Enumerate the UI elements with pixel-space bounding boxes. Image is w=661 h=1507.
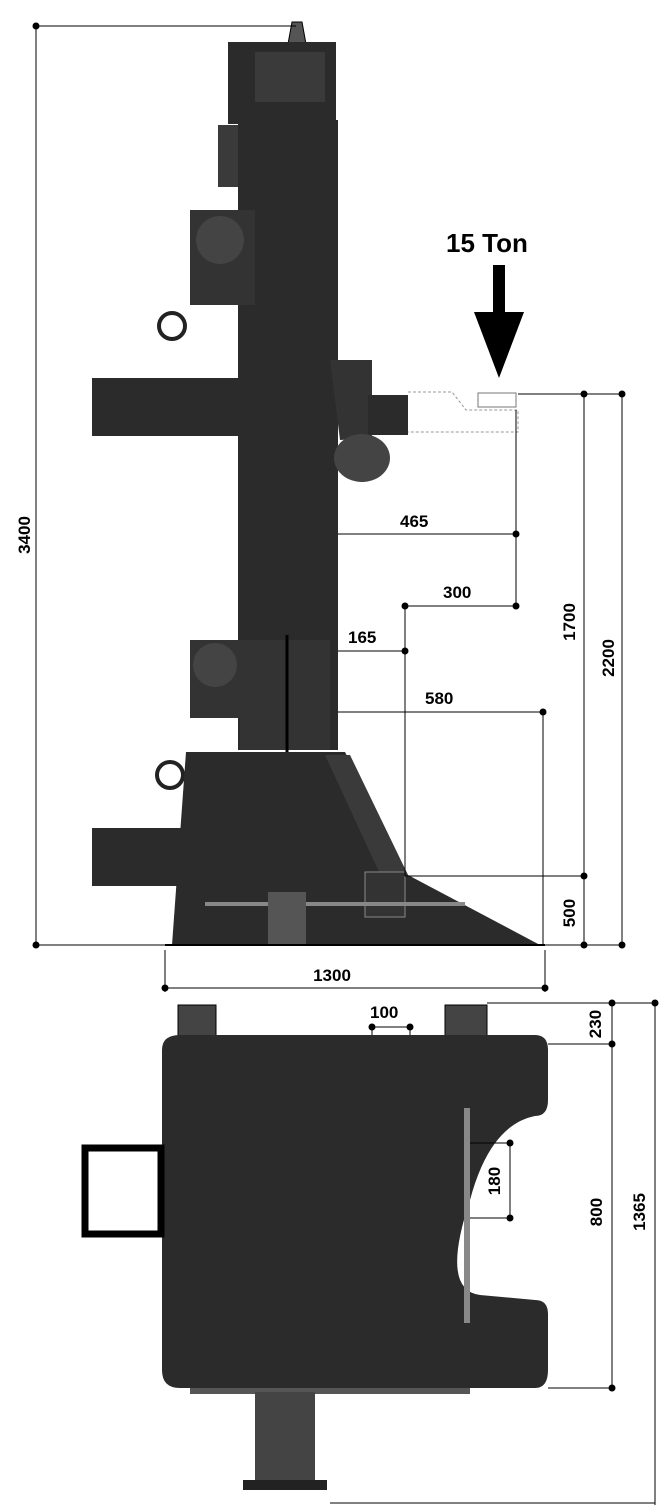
- dim-load-height: 1700: [560, 603, 579, 641]
- tool-tip: [477, 392, 517, 408]
- dim-overall-depth: 1365: [630, 1193, 649, 1231]
- load-arrow-shaft: [493, 265, 505, 315]
- lower-arm: [92, 828, 192, 886]
- clamp-block: [364, 871, 406, 918]
- base-jack: [268, 892, 306, 944]
- bottom-jack: [255, 1392, 315, 1487]
- upper-roller: [334, 434, 390, 482]
- load-indicator: 15 Ton: [446, 228, 528, 378]
- upper-bracket: [368, 395, 408, 435]
- dim-lower-arm-offset: 580: [425, 689, 453, 708]
- lower-column-guide: [240, 640, 330, 750]
- lifting-hook: [287, 21, 307, 45]
- upper-wheel: [196, 216, 244, 264]
- dim-arm-offset: 465: [400, 512, 428, 531]
- side-handle: [81, 1144, 165, 1238]
- top-view: [81, 1004, 548, 1490]
- dim-total-height: 3400: [15, 516, 34, 554]
- base-strut: [325, 755, 408, 885]
- lower-wheel: [193, 643, 237, 687]
- bottom-rail: [190, 1388, 470, 1394]
- dim-column-offset: 165: [348, 628, 376, 647]
- base-rail: [205, 902, 465, 906]
- side-view: [92, 21, 545, 946]
- dim-slot-width: 100: [370, 1003, 398, 1022]
- dim-top-margin: 230: [586, 1010, 605, 1038]
- dimension-dots: [32, 22, 659, 1392]
- guide-bar: [464, 1108, 470, 1323]
- base-frame: [172, 752, 540, 945]
- upper-arm: [92, 378, 252, 436]
- side-motor: [218, 125, 240, 187]
- tool-outline: [408, 391, 519, 433]
- base-plate: [162, 1035, 548, 1388]
- dim-plate-depth: 800: [587, 1198, 606, 1226]
- dimension-lines: [35, 25, 656, 1505]
- dim-top-height: 2200: [599, 639, 618, 677]
- dim-clamp-offset: 300: [443, 583, 471, 602]
- lower-handwheel: [155, 760, 185, 790]
- upper-brace: [330, 360, 372, 440]
- dim-base-height: 500: [560, 899, 579, 927]
- jack-foot: [243, 1480, 327, 1490]
- upper-handwheel: [157, 311, 187, 341]
- dim-base-width: 1300: [313, 966, 351, 985]
- load-arrow-head: [474, 312, 524, 378]
- top-motor-cap: [255, 52, 325, 102]
- load-label: 15 Ton: [446, 228, 528, 258]
- dimension-labels: 3400 465 300 165 580 1700 2200 500 1300 …: [15, 512, 649, 1231]
- dim-slot-depth: 180: [485, 1167, 504, 1195]
